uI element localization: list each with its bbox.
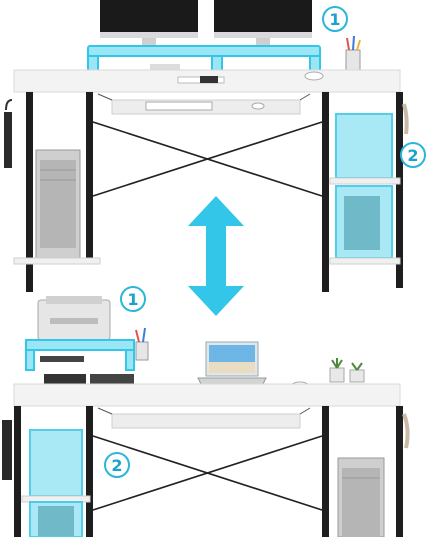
- monitor-icon: [214, 0, 312, 48]
- desk-top-surface: [13, 383, 401, 407]
- side-storage-shelves: [21, 429, 91, 537]
- keyboard-tray: [97, 93, 311, 115]
- headphones-icon: [4, 99, 13, 168]
- computer-tower-icon: [337, 457, 385, 537]
- monitor-icon: [100, 0, 198, 48]
- callout-badge-shelves: 2: [104, 452, 130, 478]
- double-headed-arrow-icon: [188, 196, 244, 316]
- headphones-icon: [402, 413, 410, 449]
- callout-badge-riser: 1: [322, 6, 348, 32]
- callout-badge-riser: 1: [120, 286, 146, 312]
- keyboard-icon: [145, 101, 213, 111]
- mug: [304, 71, 324, 81]
- headphones-icon: [2, 420, 12, 480]
- plant-icon: [349, 362, 365, 383]
- printer-riser-shelf: [25, 339, 135, 384]
- laptop-icon: [197, 341, 267, 387]
- computer-tower-icon: [35, 149, 81, 259]
- callout-badge-shelves: 2: [400, 142, 426, 168]
- keyboard-tray: [97, 407, 311, 429]
- side-storage-shelves: [329, 113, 401, 265]
- printer-icon: [37, 296, 111, 341]
- pen-cup: [135, 327, 149, 361]
- bottom-desk-configuration: [2, 296, 410, 537]
- pen-cup: [345, 35, 361, 71]
- headphones-icon: [402, 103, 409, 135]
- plant-icon: [329, 358, 345, 383]
- top-desk-configuration: [4, 0, 409, 292]
